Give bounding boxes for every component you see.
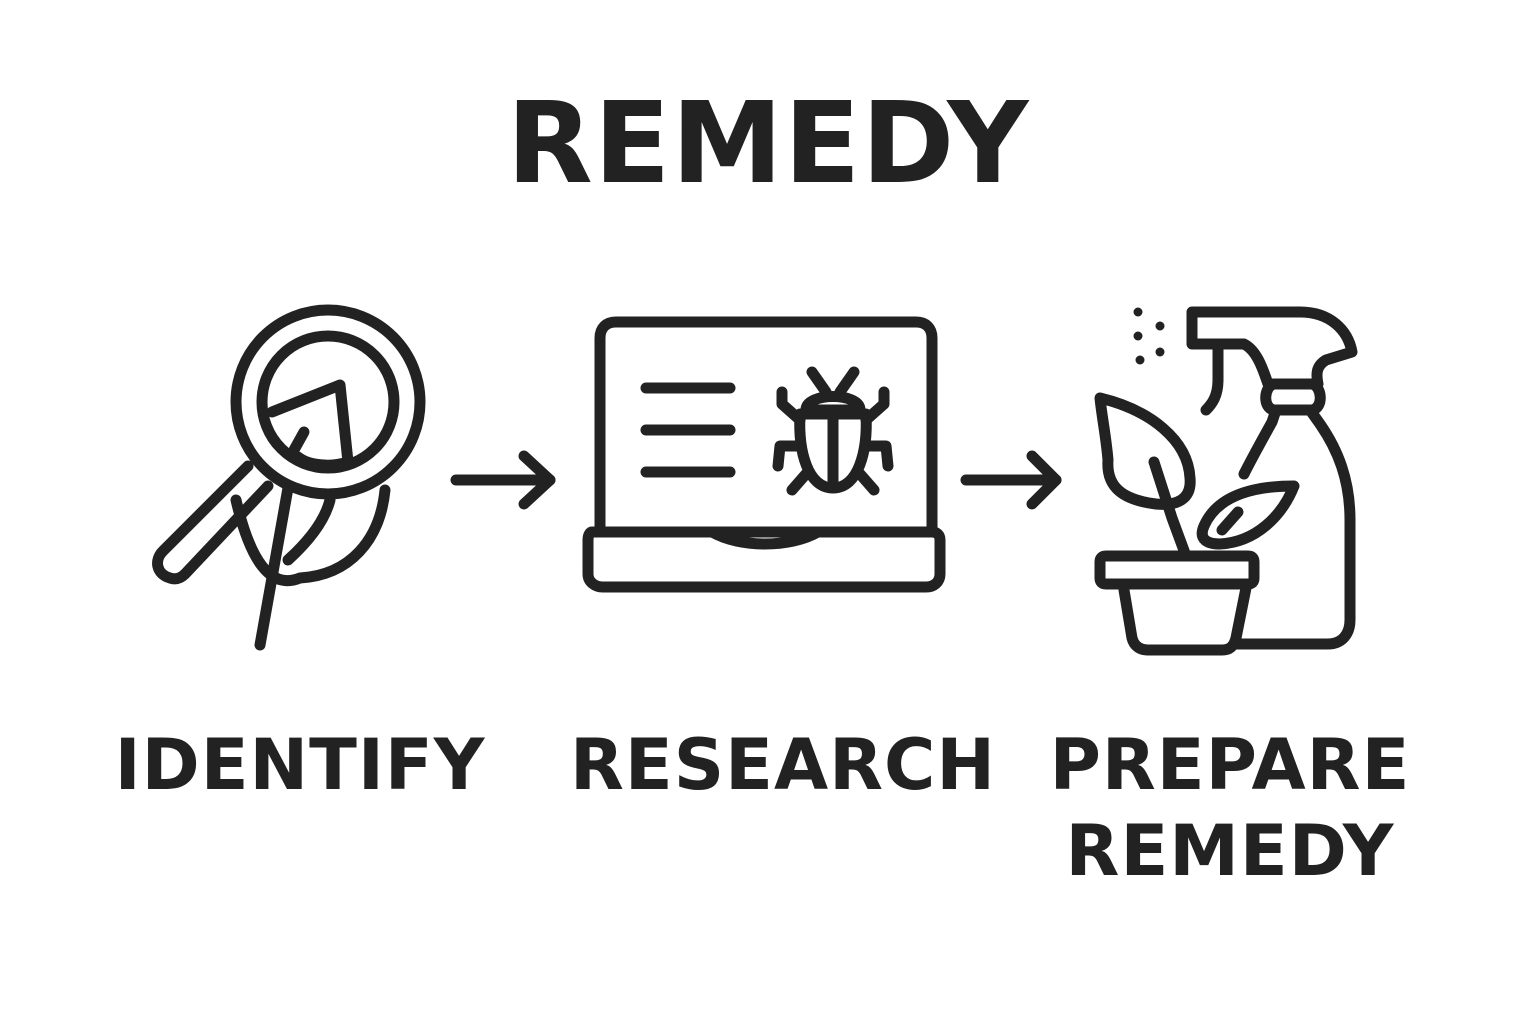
laptop-bug-icon <box>582 316 946 593</box>
arrow-icon <box>960 450 1062 510</box>
step-label-prepare-remedy: PREPARE REMEDY <box>1040 722 1420 894</box>
step-label-line: REMEDY <box>1065 810 1395 892</box>
leaf-vein <box>282 494 336 566</box>
leaf-stem <box>254 482 294 651</box>
plant-spray-icon <box>1094 306 1358 656</box>
spray-head <box>1186 306 1358 390</box>
lens-outer-ring <box>230 304 426 500</box>
plant-stem <box>1148 456 1192 562</box>
step-label-line: PREPARE <box>1049 724 1411 806</box>
diagram-title: REMEDY <box>506 79 1030 209</box>
plant-leaf-left <box>1094 392 1196 510</box>
lens-leaf-vein <box>288 426 310 456</box>
pot-rim <box>1094 550 1260 590</box>
magnifier-leaf-icon <box>152 304 426 651</box>
leaf-shape <box>230 484 391 587</box>
bug-icon <box>772 366 894 496</box>
laptop-notch <box>594 526 938 550</box>
spray-nozzle <box>1200 338 1224 416</box>
lens-leaf <box>266 379 354 471</box>
arrow-icon <box>450 450 556 510</box>
plant-leaf-right <box>1196 480 1300 550</box>
step-label-research: RESEARCH <box>570 724 996 806</box>
magnifier-handle <box>152 460 274 585</box>
laptop-screen <box>594 316 938 536</box>
step-label-identify: IDENTIFY <box>114 724 486 806</box>
laptop-base <box>582 526 946 593</box>
mist-dots <box>1133 307 1165 365</box>
bottle-body <box>1238 404 1282 480</box>
plant-leaf-right-vein <box>1216 506 1244 536</box>
pot-body <box>1118 582 1252 656</box>
lens-inner <box>256 330 400 474</box>
